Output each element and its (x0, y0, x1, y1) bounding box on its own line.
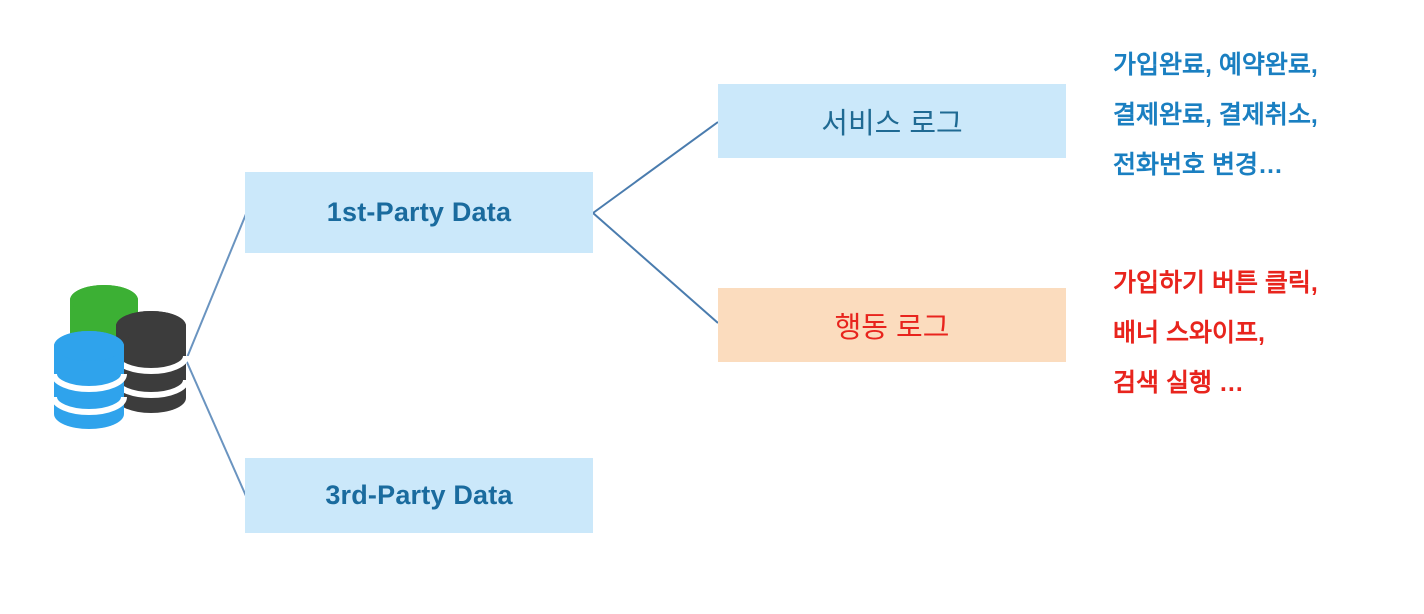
annotation-line: 결제완료, 결제취소, (1113, 101, 1318, 129)
annotation-line: 전화번호 변경… (1113, 151, 1283, 179)
node-first-party-data[interactable]: 1st-Party Data (245, 172, 593, 253)
node-behavior-log[interactable]: 행동 로그 (718, 288, 1066, 362)
connector-db-to-third-party (185, 359, 247, 497)
database-cylinder-blue (51, 331, 127, 429)
connector-first-party-to-behavior-log (592, 212, 719, 324)
annotation-behavior-log-examples: 가입하기 버튼 클릭, 배너 스와이프, 검색 실행 … (1113, 258, 1318, 408)
annotation-line: 가입하기 버튼 클릭, (1113, 269, 1318, 297)
connector-db-to-first-party (185, 213, 247, 361)
node-service-log-label: 서비스 로그 (821, 108, 963, 140)
node-behavior-log-label: 행동 로그 (834, 312, 950, 344)
connector-first-party-to-service-log (592, 121, 719, 214)
annotation-line: 가입완료, 예약완료, (1113, 51, 1318, 79)
node-first-party-data-label: 1st-Party Data (326, 197, 512, 227)
database-cylinder-dark (113, 311, 189, 413)
annotation-line: 배너 스와이프, (1113, 319, 1265, 347)
database-stack-icon (50, 280, 190, 430)
node-third-party-data[interactable]: 3rd-Party Data (245, 458, 593, 533)
annotation-service-log-examples: 가입완료, 예약완료, 결제완료, 결제취소, 전화번호 변경… (1113, 40, 1318, 190)
annotation-line: 검색 실행 … (1113, 369, 1244, 397)
node-service-log[interactable]: 서비스 로그 (718, 84, 1066, 158)
node-third-party-data-label: 3rd-Party Data (325, 480, 513, 510)
